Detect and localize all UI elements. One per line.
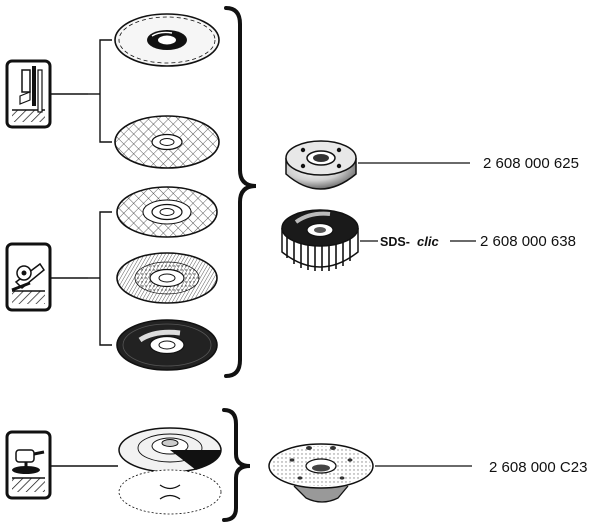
sds-brand-prefix: SDS- — [380, 235, 410, 249]
part-number-638: 2 608 000 638 — [480, 233, 576, 250]
diamond-cutting-disc — [114, 13, 220, 67]
flap-disc — [116, 252, 218, 304]
group-1-connectors — [50, 39, 112, 143]
part-number-625: 2 608 000 625 — [483, 155, 579, 172]
clamping-nut-standard — [285, 140, 357, 190]
grinding-disc — [116, 186, 218, 238]
rubber-backing-pad — [118, 427, 222, 473]
backing-flange — [268, 443, 374, 503]
grinding-application-icon — [5, 242, 52, 312]
part-number-c23: 2 608 000 C23 — [489, 459, 587, 476]
abrasive-cutting-disc — [114, 115, 220, 169]
sanding-sheet — [118, 469, 222, 515]
cutting-application-icon — [5, 59, 52, 129]
sds-brand-suffix: clic — [417, 234, 439, 249]
curly-brace-large — [224, 6, 257, 378]
sanding-application-icon — [5, 430, 52, 500]
group-2-connectors — [50, 211, 112, 346]
curly-brace-small — [222, 408, 251, 522]
fibre-disc — [116, 319, 218, 371]
clamping-nut-quick — [281, 209, 359, 271]
